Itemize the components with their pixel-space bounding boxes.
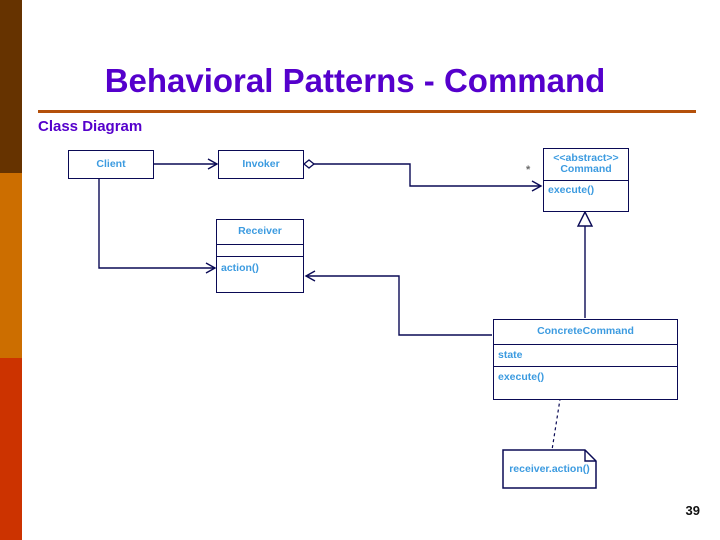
title-divider xyxy=(38,110,696,113)
arrowhead-client-receiver xyxy=(205,262,217,274)
sidebar-band-dark-brown xyxy=(0,0,22,173)
uml-note-text: receiver.action() xyxy=(509,463,590,475)
sidebar-band-orange xyxy=(0,173,22,358)
edge-invoker-command xyxy=(313,163,541,187)
arrowhead-concrete-receiver xyxy=(304,270,316,282)
sidebar-band-red xyxy=(0,358,22,540)
uml-class-concretecommand[interactable]: ConcreteCommand state execute() xyxy=(493,319,678,400)
uml-class-concretecommand-attribute-state: state xyxy=(494,344,677,366)
uml-class-command-header: <<abstract>> Command xyxy=(544,149,628,180)
edge-concrete-receiver xyxy=(306,275,492,336)
arrowhead-client-invoker xyxy=(207,158,219,170)
uml-class-receiver-attributes xyxy=(217,244,303,256)
edge-client-receiver xyxy=(98,179,215,269)
uml-class-client[interactable]: Client xyxy=(68,150,154,179)
uml-class-concretecommand-operation-execute: execute() xyxy=(494,366,677,401)
uml-class-command-name: Command xyxy=(560,163,612,175)
uml-class-command-stereotype: <<abstract>> xyxy=(553,152,619,164)
multiplicity-label-star: * xyxy=(526,164,531,176)
aggregation-diamond-invoker xyxy=(302,159,316,169)
uml-class-command[interactable]: <<abstract>> Command execute() xyxy=(543,148,629,212)
uml-class-receiver[interactable]: Receiver action() xyxy=(216,219,304,293)
uml-class-command-operation-execute: execute() xyxy=(544,180,628,211)
arrowhead-invoker-command xyxy=(531,180,543,192)
section-subtitle: Class Diagram xyxy=(38,118,143,135)
generalization-triangle xyxy=(576,210,594,227)
uml-class-invoker-name: Invoker xyxy=(242,158,280,170)
uml-class-receiver-name: Receiver xyxy=(238,225,282,237)
note-shape xyxy=(502,449,597,489)
uml-class-client-name: Client xyxy=(96,158,126,170)
page-title: Behavioral Patterns - Command xyxy=(104,62,606,99)
uml-class-concretecommand-name: ConcreteCommand xyxy=(537,325,634,337)
uml-note[interactable]: receiver.action() xyxy=(503,450,596,488)
page-number: 39 xyxy=(685,503,700,518)
note-fold xyxy=(584,450,596,462)
uml-class-invoker[interactable]: Invoker xyxy=(218,150,304,179)
uml-class-receiver-operation-action: action() xyxy=(217,256,303,292)
